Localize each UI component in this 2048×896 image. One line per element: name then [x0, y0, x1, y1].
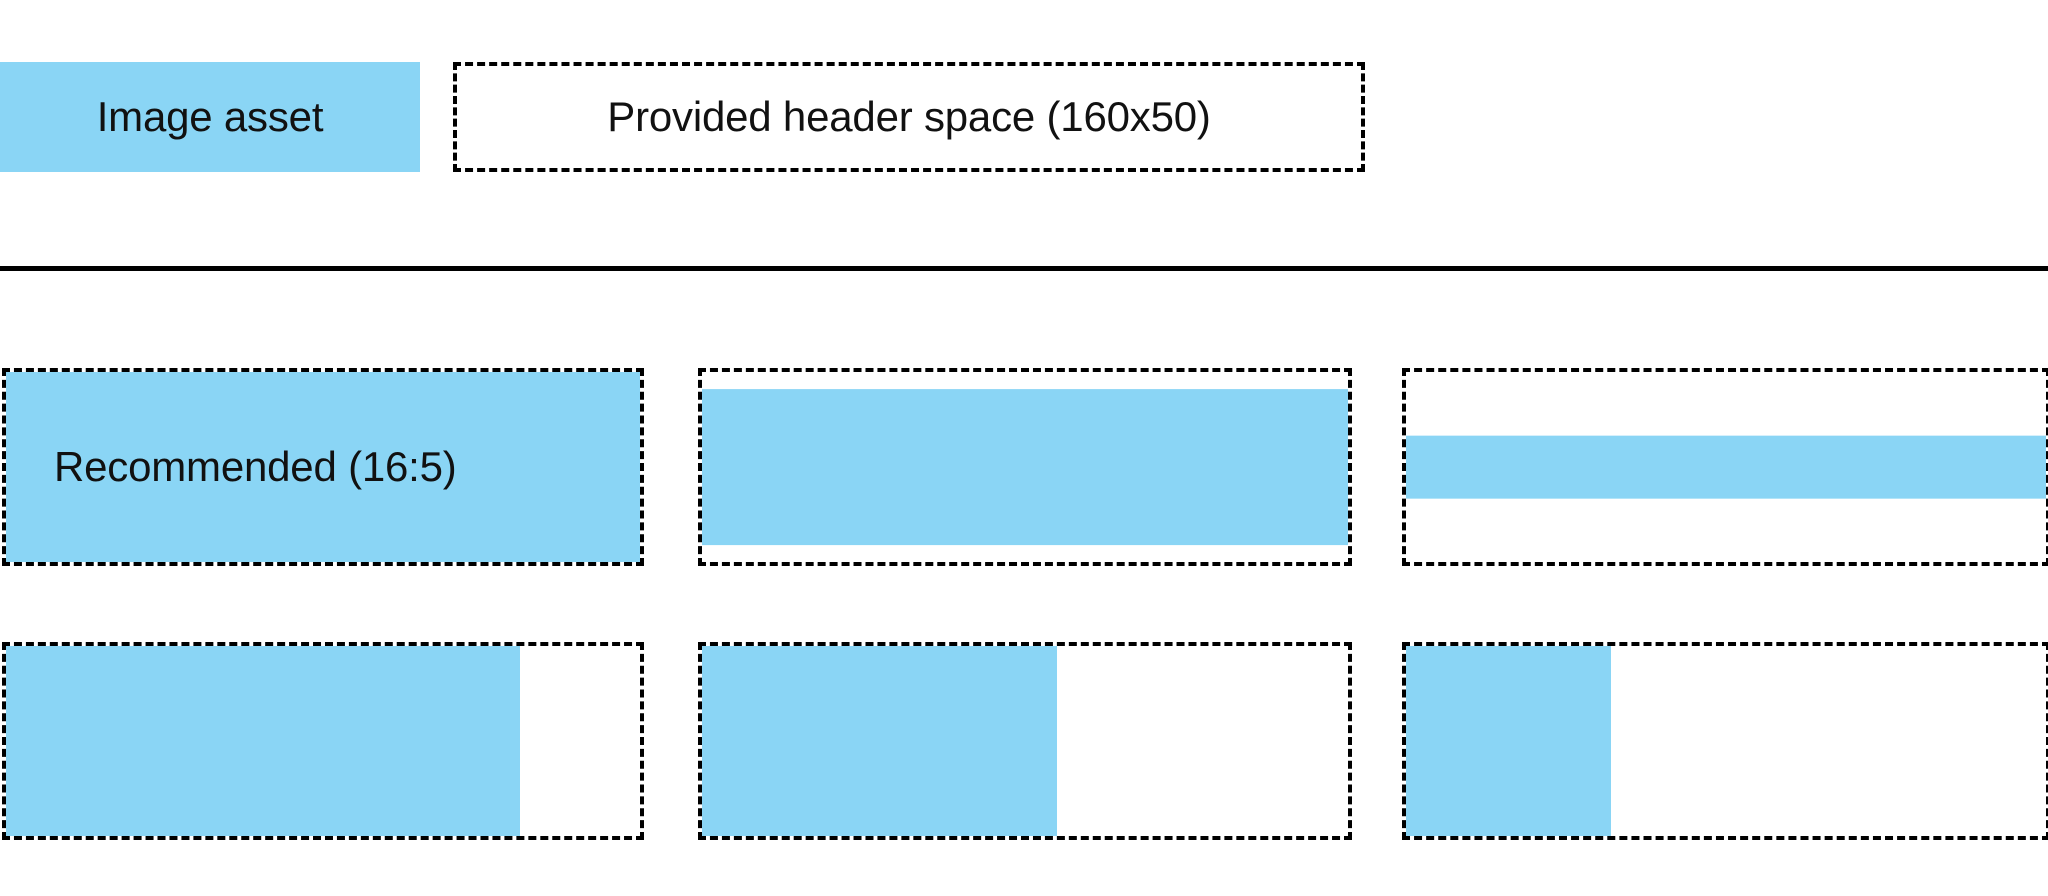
- image-asset-label: Image asset: [96, 93, 324, 140]
- header-legend-row: Image asset Provided header space (160x5…: [0, 62, 2048, 172]
- asset-fill: [6, 372, 640, 562]
- section-divider: [0, 266, 2048, 271]
- spec-cell-narrow-width-55: [698, 642, 1352, 840]
- spec-cell-recommended-16-5: Recommended (16:5): [2, 368, 644, 566]
- asset-fill: [6, 646, 520, 836]
- recommended-ratio-label: Recommended (16:5): [54, 443, 457, 490]
- image-asset-swatch: Image asset: [0, 62, 420, 172]
- asset-fill: [1406, 646, 1611, 836]
- spec-cell-taller-than-recommended: [698, 368, 1352, 566]
- spec-cell-narrow-width-32: [1402, 642, 2048, 840]
- spec-row-aspect-ratio-examples: Recommended (16:5): [0, 368, 2048, 566]
- provided-header-space-box: Provided header space (160x50): [453, 62, 1365, 172]
- spec-cell-short-wide-band: [1402, 368, 2048, 566]
- asset-fill: [702, 389, 1348, 545]
- spec-row-narrower-width-examples: [0, 642, 2048, 840]
- provided-header-space-label: Provided header space (160x50): [607, 93, 1211, 140]
- asset-fill: [1406, 435, 2046, 499]
- asset-fill: [702, 646, 1058, 836]
- spec-cell-narrow-width-81: [2, 642, 644, 840]
